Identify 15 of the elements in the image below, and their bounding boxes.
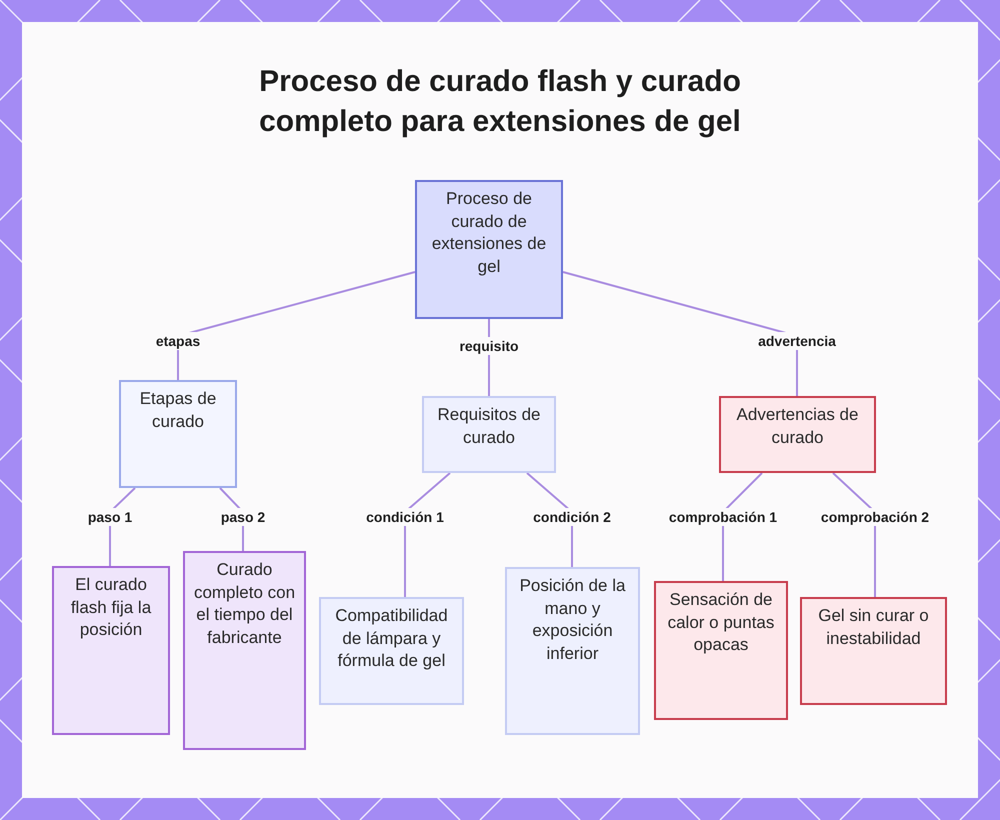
connector-line	[832, 472, 876, 597]
concept-box: El curado flash fija la posición	[52, 566, 170, 735]
concept-box: Posición de la mano y exposición inferior	[505, 567, 640, 735]
connector-line	[177, 271, 416, 380]
concept-box: Advertencias de curado	[719, 396, 876, 473]
concept-box: Etapas de curado	[119, 380, 237, 488]
concept-box: Compatibilidad de lámpara y fórmula de gel	[319, 597, 464, 705]
concept-box: Proceso de curado de extensiones de gel	[415, 180, 563, 319]
concept-box: Gel sin curar o inestabilidad	[800, 597, 947, 705]
connector-line	[404, 472, 451, 597]
concept-box: Sensación de calor o puntas opacas	[654, 581, 788, 720]
diagram-title: Proceso de curado flash y curado completo para extensiones de gel	[258, 64, 742, 140]
concept-box: Requisitos de curado	[422, 396, 556, 473]
connector-line	[562, 271, 798, 396]
concept-box: Curado completo con el tiempo del fabricante	[183, 551, 306, 750]
